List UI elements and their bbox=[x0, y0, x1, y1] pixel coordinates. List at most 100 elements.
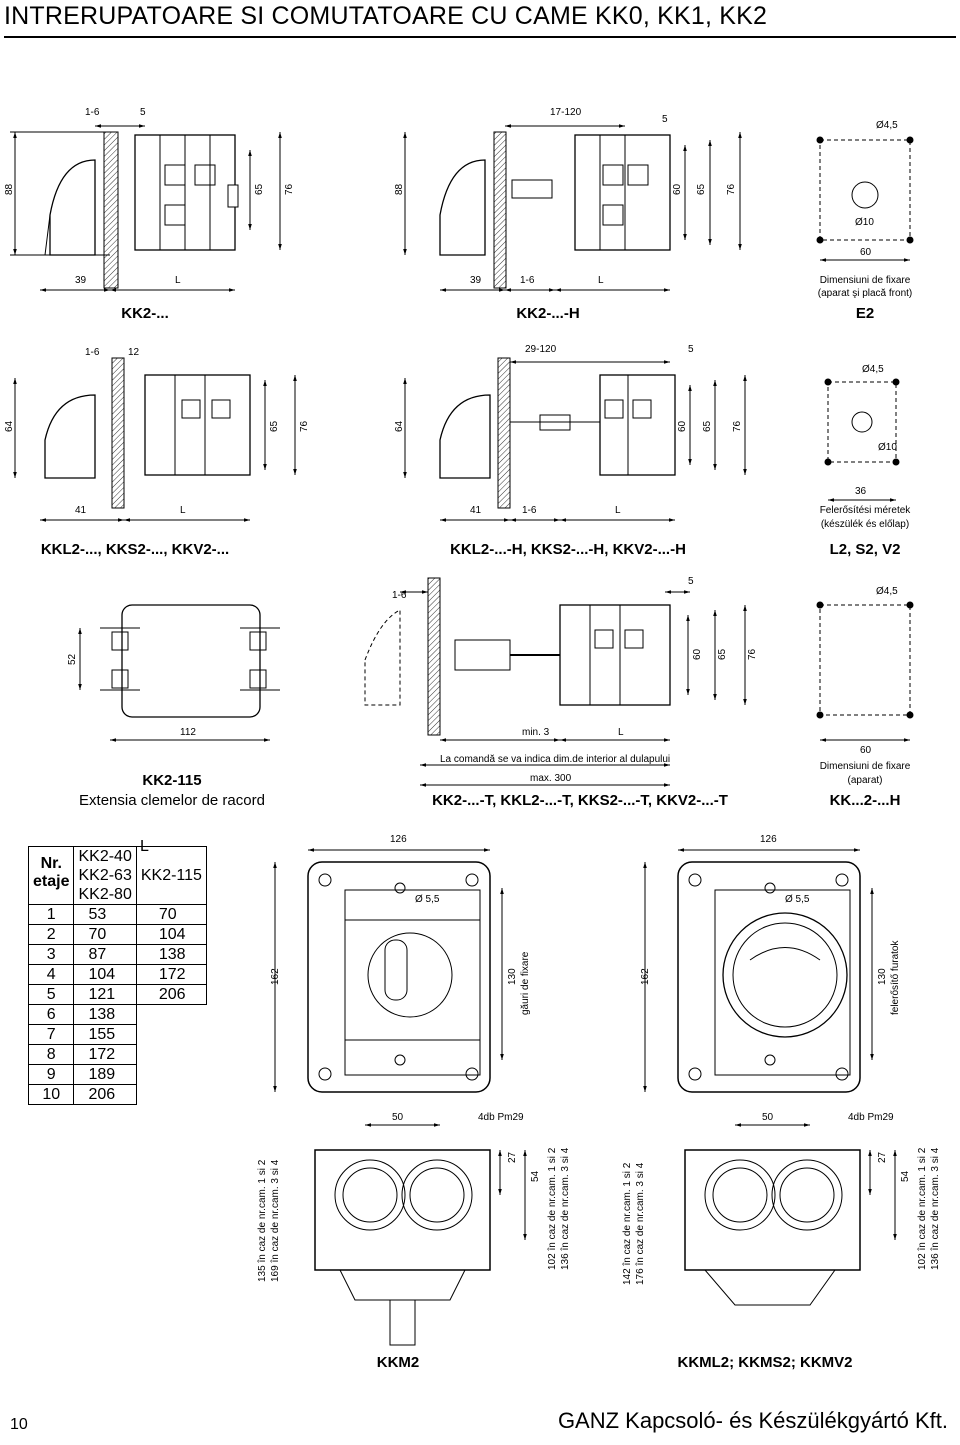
dim-label: 76 bbox=[747, 648, 758, 660]
drawing-kkl2 bbox=[13, 357, 297, 522]
dim-label: 50 bbox=[762, 1112, 774, 1123]
fixing-note: (aparat) bbox=[847, 775, 882, 786]
table-cell: 8 bbox=[27, 1044, 75, 1065]
stages-length-table: Nr. etaje KK2-40 KK2-115 KK2-63 KK2-80 1… bbox=[27, 846, 207, 1105]
caption-kkl2-h: KKL2-...-H, KKS2-...-H, KKV2-...-H bbox=[450, 541, 686, 558]
dim-label: 60 bbox=[860, 247, 872, 258]
table-header-cell: KK2-63 bbox=[73, 866, 137, 885]
dim-label: 27 bbox=[877, 1151, 888, 1163]
dim-label: 135 în caz de nr.cam. 1 si 2 bbox=[257, 1159, 268, 1282]
table-cell: 10 bbox=[27, 1084, 75, 1105]
dim-label: 64 bbox=[394, 420, 405, 432]
drawing-kkm2 bbox=[273, 848, 527, 1346]
dim-label: 65 bbox=[702, 420, 713, 432]
company-name: GANZ Kapcsoló- és Készülékgyártó Kft. bbox=[557, 1408, 948, 1433]
drawing-kk2-115 bbox=[78, 604, 280, 742]
dim-label: 130 bbox=[507, 968, 518, 985]
table-cell: 138 bbox=[135, 944, 207, 965]
table-cell: 189 bbox=[73, 1064, 137, 1085]
table-cell: 206 bbox=[135, 984, 207, 1005]
table-cell: 104 bbox=[135, 924, 207, 945]
table-cell: 1 bbox=[27, 904, 75, 925]
dim-label: Ø4,5 bbox=[876, 586, 898, 597]
table-cell: 70 bbox=[135, 904, 207, 925]
caption-kkl2: KKL2-..., KKS2-..., KKV2-... bbox=[41, 541, 229, 558]
dim-label: 126 bbox=[390, 834, 407, 845]
caption-kk2-h-fixing: KK...2-...H bbox=[830, 792, 901, 809]
dim-label: 65 bbox=[269, 420, 280, 432]
table-cell: 5 bbox=[27, 984, 75, 1005]
dim-label: 12 bbox=[128, 347, 140, 358]
dim-label: 169 în caz de nr.cam. 3 si 4 bbox=[270, 1159, 281, 1282]
dim-label: 1-6 bbox=[522, 505, 537, 516]
dim-label: 102 în caz de nr.cam. 1 si 2 bbox=[547, 1147, 558, 1270]
dim-label: 41 bbox=[470, 505, 482, 516]
table-cell bbox=[136, 1085, 206, 1105]
dim-label: 102 în caz de nr.cam. 1 si 2 bbox=[917, 1147, 928, 1270]
dim-label: 126 bbox=[760, 834, 777, 845]
drawing-kk2-t bbox=[364, 577, 747, 787]
dim-label: L bbox=[175, 275, 181, 286]
drawing-l2-s2-v2 bbox=[824, 378, 900, 502]
table-cell: 3 bbox=[27, 944, 75, 965]
caption-l2: L2, S2, V2 bbox=[830, 541, 901, 558]
caption-kkml2: KKML2; KKMS2; KKMV2 bbox=[677, 1354, 852, 1371]
dim-label: 27 bbox=[507, 1151, 518, 1163]
dim-label: L bbox=[618, 727, 624, 738]
table-cell bbox=[136, 1065, 206, 1085]
table-cell: 172 bbox=[135, 964, 207, 985]
drawing-e2 bbox=[816, 136, 914, 262]
dim-label: 176 în caz de nr.cam. 3 si 4 bbox=[635, 1162, 646, 1285]
drawing-kkl2-h bbox=[403, 357, 747, 522]
dim-label: 142 în caz de nr.cam. 1 si 2 bbox=[622, 1162, 633, 1285]
table-header-cell: KK2-40 bbox=[73, 846, 137, 866]
dim-label: 136 în caz de nr.cam. 3 si 4 bbox=[560, 1147, 571, 1270]
dim-label: 65 bbox=[696, 183, 707, 195]
table-cell: 155 bbox=[73, 1024, 137, 1045]
title-rule bbox=[4, 36, 956, 38]
drawing-kk2 bbox=[10, 124, 282, 292]
dim-label: 76 bbox=[726, 183, 737, 195]
dim-label: 162 bbox=[640, 968, 651, 985]
dim-label: min. 3 bbox=[522, 727, 550, 738]
dim-label: 88 bbox=[4, 183, 15, 195]
table-header-cell: KK2-115 bbox=[135, 846, 207, 905]
dim-label: 4db Pm29 bbox=[848, 1112, 894, 1123]
dim-label: 50 bbox=[392, 1112, 404, 1123]
dim-label: 60 bbox=[692, 648, 703, 660]
dim-label: Ø4,5 bbox=[876, 120, 898, 131]
table-cell: 7 bbox=[27, 1024, 75, 1045]
cabinet-note: max. 300 bbox=[530, 773, 572, 784]
caption-e2: E2 bbox=[856, 305, 874, 322]
caption-kk2-h: KK2-...-H bbox=[516, 305, 579, 322]
table-cell bbox=[136, 1025, 206, 1045]
caption-kkm2: KKM2 bbox=[377, 1354, 420, 1371]
fixing-note: (készülék és előlap) bbox=[821, 519, 909, 530]
dim-label: găuri de fixare bbox=[520, 951, 531, 1015]
dim-label: 136 în caz de nr.cam. 3 si 4 bbox=[930, 1147, 941, 1270]
dim-label: 60 bbox=[677, 420, 688, 432]
table-cell: 70 bbox=[73, 924, 137, 945]
fixing-note: Felerősítési méretek bbox=[820, 505, 912, 516]
table-cell: 206 bbox=[73, 1084, 137, 1105]
dim-label: 76 bbox=[732, 420, 743, 432]
dim-label: 130 bbox=[877, 968, 888, 985]
dim-label: 4db Pm29 bbox=[478, 1112, 524, 1123]
dim-label: Ø 5,5 bbox=[785, 894, 810, 905]
table-cell: 53 bbox=[73, 904, 137, 925]
dim-label: 76 bbox=[284, 183, 295, 195]
dim-label: 52 bbox=[67, 653, 78, 665]
dim-label: 112 bbox=[180, 727, 196, 738]
dim-label: 36 bbox=[855, 486, 867, 497]
page-number: 10 bbox=[10, 1416, 28, 1433]
dim-label: 39 bbox=[75, 275, 87, 286]
dim-label: 5 bbox=[662, 114, 668, 125]
page-title: INTRERUPATOARE SI COMUTATOARE CU CAME KK… bbox=[4, 2, 768, 30]
